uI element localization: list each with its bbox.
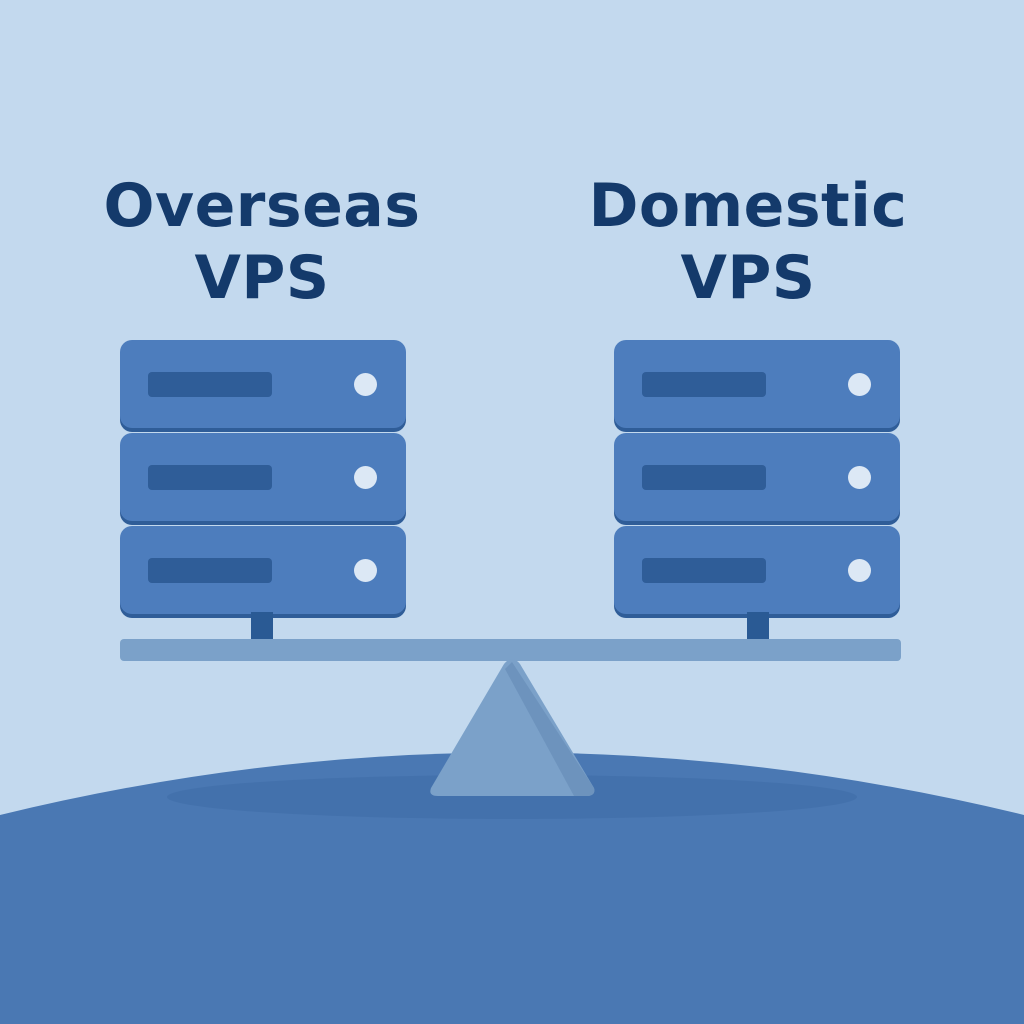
overseas-server-stack-icon	[120, 340, 406, 619]
domestic-server-stack-icon	[614, 340, 900, 619]
status-light	[848, 466, 871, 489]
domestic-label-line2: VPS	[680, 243, 816, 313]
domestic-label-line1: Domestic	[588, 171, 908, 241]
domestic-vps-label: Domestic VPS	[548, 170, 948, 314]
overseas-vps-label: Overseas VPS	[62, 170, 462, 314]
server-unit	[614, 340, 900, 428]
server-unit	[614, 433, 900, 521]
drive-slot	[148, 372, 272, 397]
status-light	[354, 373, 377, 396]
drive-slot	[148, 465, 272, 490]
server-unit	[614, 526, 900, 614]
server-unit	[120, 340, 406, 428]
overseas-label-line1: Overseas	[103, 171, 421, 241]
status-light	[354, 559, 377, 582]
overseas-label-line2: VPS	[194, 243, 330, 313]
right-support-post	[747, 612, 769, 640]
drive-slot	[642, 558, 766, 583]
left-support-post	[251, 612, 273, 640]
status-light	[848, 373, 871, 396]
drive-slot	[642, 372, 766, 397]
seesaw-beam	[120, 639, 901, 661]
server-unit	[120, 526, 406, 614]
drive-slot	[148, 558, 272, 583]
status-light	[354, 466, 377, 489]
drive-slot	[642, 465, 766, 490]
server-unit	[120, 433, 406, 521]
status-light	[848, 559, 871, 582]
